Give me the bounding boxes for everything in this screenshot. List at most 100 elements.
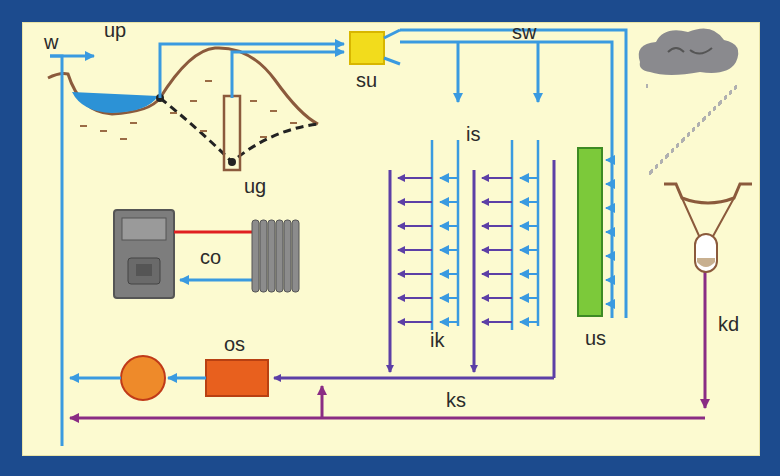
- rain-drop: [724, 96, 726, 100]
- part-label: ks: [446, 390, 466, 410]
- radiator-fin: [292, 220, 299, 292]
- rain-drop: [719, 101, 721, 105]
- rain-drop: [692, 128, 694, 132]
- tap-arrow: [520, 201, 538, 203]
- tap-arrow: [482, 321, 512, 323]
- soil-dash: [80, 125, 87, 127]
- tap-arrow: [606, 303, 612, 305]
- tap-arrow: [440, 273, 458, 275]
- rain-drop: [730, 90, 732, 94]
- tap-arrow: [398, 297, 432, 299]
- tap-arrow: [482, 177, 512, 179]
- tap-arrow: [398, 225, 432, 227]
- tap-arrow: [440, 249, 458, 251]
- rain-drop: [661, 159, 663, 163]
- soil-texture: [80, 80, 297, 140]
- tap-arrow: [440, 297, 458, 299]
- rain-drop: [713, 107, 715, 111]
- rain-drop: [650, 170, 652, 174]
- rain-drop: [660, 160, 662, 164]
- soil-dash: [270, 110, 277, 112]
- rain-drop: [677, 143, 679, 147]
- part-label: os: [224, 334, 245, 354]
- tap-arrow: [440, 201, 458, 203]
- tap-arrow: [520, 177, 538, 179]
- soil-dash: [290, 122, 297, 124]
- tap-arrow: [606, 255, 612, 257]
- soil-dash: [170, 112, 177, 114]
- part-label: su: [356, 70, 377, 90]
- tap-arrow: [520, 225, 538, 227]
- part-label: co: [200, 247, 221, 267]
- tap-arrow: [482, 225, 512, 227]
- rain-drop: [709, 111, 711, 115]
- rain-drop: [649, 171, 651, 175]
- radiator-fin: [252, 220, 259, 292]
- tap-arrow: [520, 297, 538, 299]
- tap-arrow: [606, 159, 612, 161]
- rain-drop: [667, 153, 669, 157]
- rain-drop: [697, 123, 699, 127]
- rain: [646, 84, 737, 175]
- tap-arrow: [606, 183, 612, 185]
- part-label: sw: [512, 22, 536, 42]
- rain-drop: [665, 155, 667, 159]
- rain-drop: [683, 137, 685, 141]
- tap-arrow: [482, 249, 512, 251]
- tap-arrow: [440, 321, 458, 323]
- soil-dash: [250, 100, 257, 102]
- rain-drop: [682, 138, 684, 142]
- rain-drop: [655, 165, 657, 169]
- tap-arrow: [398, 177, 432, 179]
- rain-drop: [656, 164, 658, 168]
- soil-dash: [205, 80, 212, 82]
- rain-drop: [693, 127, 695, 131]
- rain-drop: [734, 86, 736, 90]
- tap-arrow: [606, 231, 612, 233]
- tap-arrow: [520, 249, 538, 251]
- tap-arrow: [398, 321, 432, 323]
- rain-drop: [725, 95, 727, 99]
- rain-drop: [708, 112, 710, 116]
- soil-dash: [130, 122, 137, 124]
- rain-drop: [702, 118, 704, 122]
- tap-arrow: [520, 273, 538, 275]
- rain-drop: [729, 91, 731, 95]
- rain-drop: [676, 144, 678, 148]
- rain-drop: [671, 149, 673, 153]
- rain-drop: [687, 133, 689, 137]
- tap-arrow: [606, 279, 612, 281]
- rain-drop: [720, 100, 722, 104]
- part-label: kd: [718, 314, 739, 334]
- rain-drop: [704, 116, 706, 120]
- tap-arrow: [606, 207, 612, 209]
- rain-drop: [735, 85, 737, 89]
- soil-dash: [200, 130, 207, 132]
- soil-dash: [120, 138, 127, 140]
- rain-drop: [698, 122, 700, 126]
- soil-dash: [100, 130, 107, 132]
- rain-drop: [666, 154, 668, 158]
- tap-arrow: [440, 177, 458, 179]
- rain-drop: [714, 106, 716, 110]
- radiator: [252, 220, 299, 292]
- rain-drop: [646, 84, 648, 88]
- rain-drop: [672, 148, 674, 152]
- rain-drop: [703, 117, 705, 121]
- rain-drop: [681, 139, 683, 143]
- rain-drop: [651, 169, 653, 173]
- part-label: ik: [430, 330, 444, 350]
- tap-arrow: [482, 297, 512, 299]
- part-label: is: [466, 124, 480, 144]
- tap-arrow: [482, 273, 512, 275]
- part-label: up: [104, 20, 126, 40]
- tap-arrow: [520, 321, 538, 323]
- part-label: ug: [244, 176, 266, 196]
- part-label: w: [44, 32, 58, 52]
- radiator-fin: [268, 220, 275, 292]
- tap-arrow: [398, 249, 432, 251]
- part-label: us: [585, 328, 606, 348]
- tap-arrow: [482, 201, 512, 203]
- soil-dash: [260, 136, 267, 138]
